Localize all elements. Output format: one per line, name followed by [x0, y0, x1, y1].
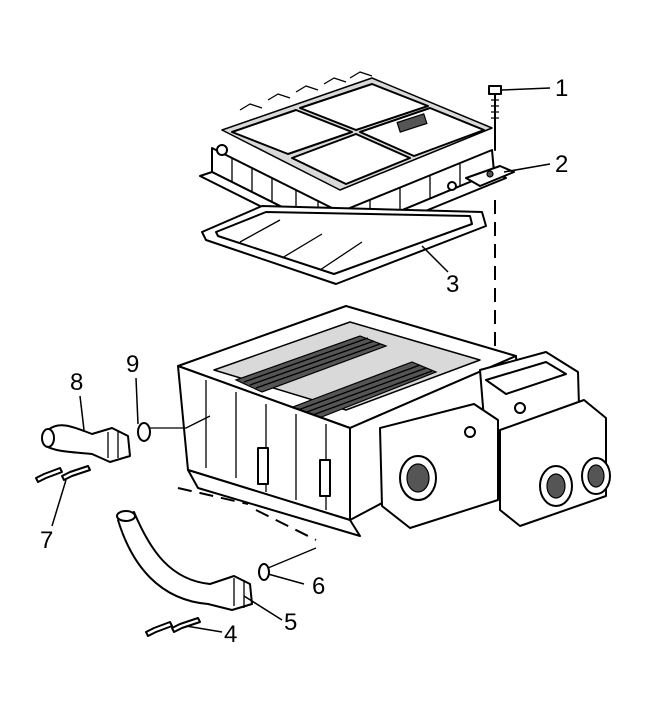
callout-labels: 1 2 3 4 5 6 7 8 9 — [40, 75, 568, 648]
bolt-pair-lower-icon — [145, 617, 201, 637]
connector-block — [379, 351, 611, 529]
callout-7: 7 — [40, 527, 53, 554]
bolt-icon — [488, 85, 502, 151]
o-ring-upper — [137, 422, 151, 442]
hose-routing-upper — [150, 415, 211, 429]
callout-9: 9 — [126, 351, 139, 378]
callout-4: 4 — [224, 621, 237, 648]
o-ring-lower — [258, 563, 270, 581]
coolant-hose-upper — [41, 424, 131, 463]
callout-3: 3 — [446, 271, 459, 298]
callout-1: 1 — [555, 75, 568, 102]
callout-6: 6 — [312, 573, 325, 600]
hose-routing-lower — [177, 487, 317, 541]
callout-5: 5 — [284, 609, 297, 636]
coolant-hose-lower — [116, 510, 253, 611]
hose-routing-link — [267, 547, 317, 569]
bolt-pair-upper-icon — [35, 465, 91, 483]
callout-8: 8 — [70, 369, 83, 396]
mounting-bracket — [465, 165, 515, 187]
cooling-fins — [234, 335, 438, 421]
gasket — [201, 205, 487, 285]
callout-2: 2 — [555, 151, 568, 178]
leader-lines — [51, 87, 551, 633]
